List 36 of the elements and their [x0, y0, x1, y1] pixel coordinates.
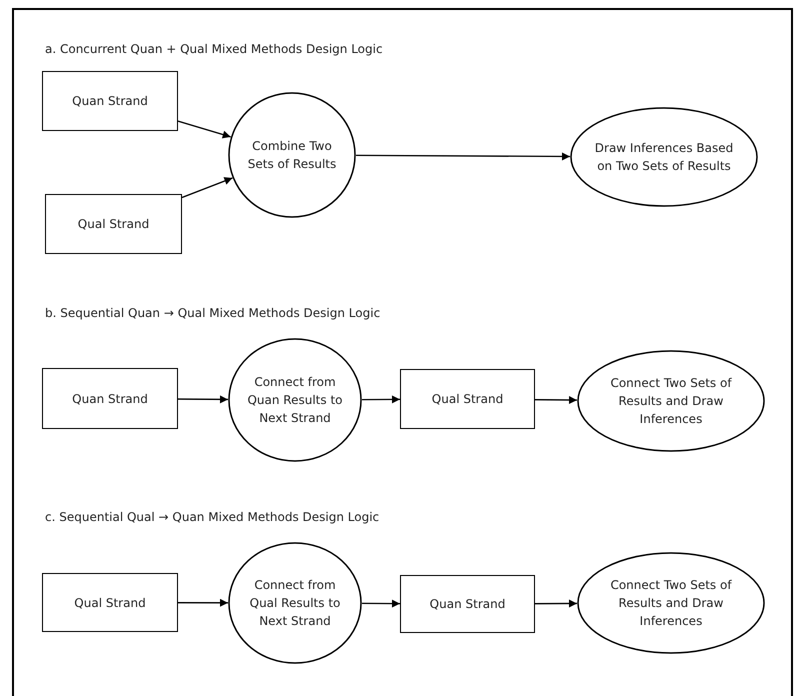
node-text: Quan Strand	[428, 596, 506, 613]
arrow	[362, 395, 400, 404]
arrow	[356, 152, 570, 160]
section-heading: c. Sequential Qual → Quan Mixed Methods Design Logic	[45, 510, 380, 524]
section-heading: b. Sequential Quan → Qual Mixed Methods Design Logic	[45, 306, 380, 320]
arrow	[182, 177, 233, 198]
arrow	[178, 395, 228, 404]
process-ellipse	[577, 552, 765, 654]
node-text: Combine Two Sets of Results	[247, 138, 337, 173]
process-ellipse	[228, 542, 362, 664]
node-text: Connect Two Sets of Results and Draw Inferences	[609, 375, 733, 428]
arrow	[178, 598, 228, 607]
arrow	[362, 600, 400, 608]
process-box	[42, 573, 178, 632]
process-box	[45, 194, 182, 254]
process-ellipse	[228, 92, 356, 218]
node-text: Qual Strand	[76, 216, 150, 233]
process-box	[400, 575, 535, 633]
node-text: Quan Strand	[71, 390, 149, 408]
arrow	[178, 120, 231, 138]
arrow	[535, 600, 577, 608]
process-ellipse	[570, 107, 758, 207]
process-box	[42, 71, 178, 131]
node-text: Draw Inferences Based on Two Sets of Results	[594, 140, 734, 175]
node-text: Connect from Quan Results to Next Strand	[246, 374, 344, 427]
section-heading: a. Concurrent Quan + Qual Mixed Methods Design Logic	[45, 42, 383, 56]
node-text: Connect Two Sets of Results and Draw Inferences	[609, 577, 733, 630]
process-box	[400, 369, 535, 429]
arrow	[535, 396, 578, 404]
node-text: Qual Strand	[430, 391, 504, 408]
node-text: Quan Strand	[71, 93, 149, 110]
process-ellipse	[228, 338, 362, 462]
process-ellipse	[577, 350, 765, 452]
node-text: Connect from Qual Results to Next Strand	[248, 577, 342, 630]
process-box	[42, 368, 178, 429]
node-text: Qual Strand	[73, 594, 147, 612]
